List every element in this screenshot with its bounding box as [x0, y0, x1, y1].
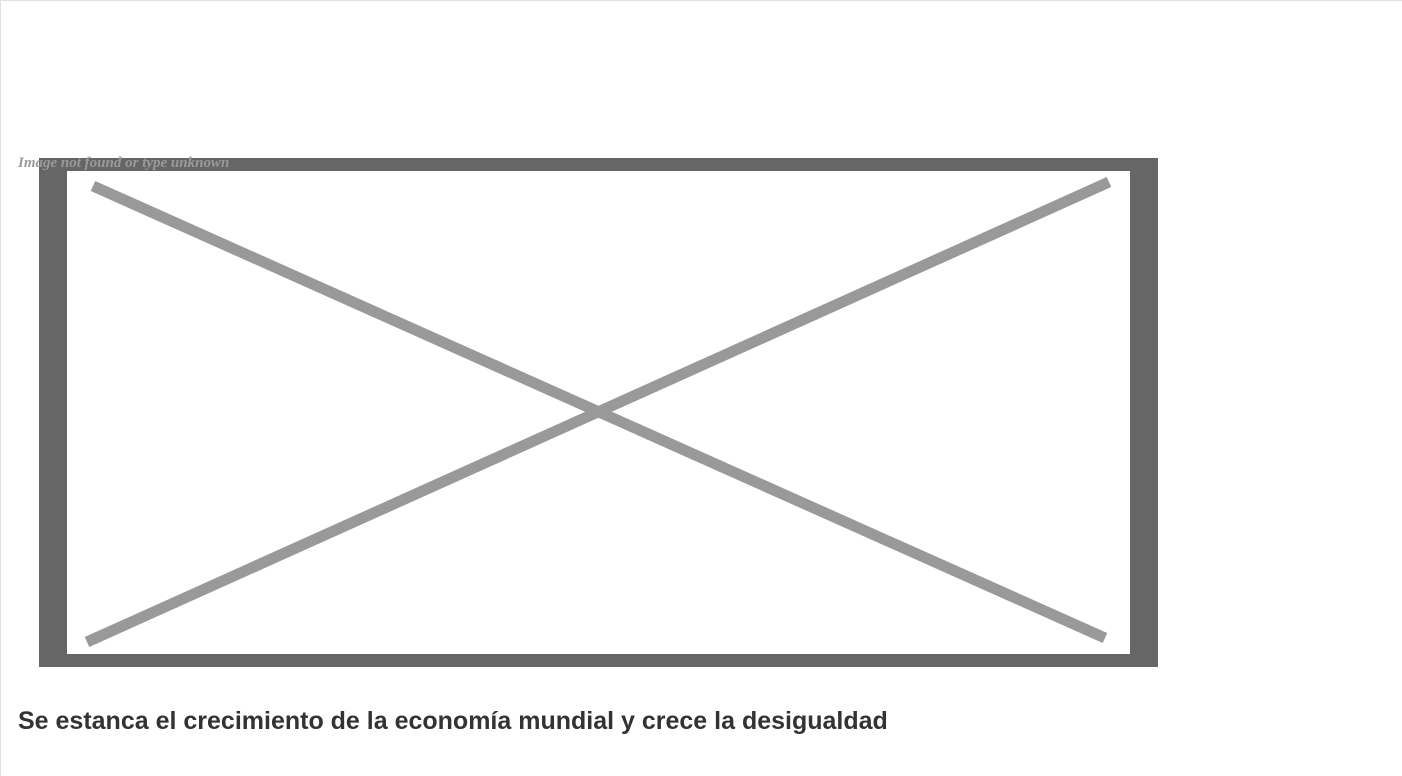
- image-alt-text: Image not found or type unknown: [18, 155, 230, 171]
- broken-image-placeholder[interactable]: [39, 158, 1158, 667]
- article-title[interactable]: Se estanca el crecimiento de la economía…: [18, 707, 888, 735]
- broken-image-icon: [39, 158, 1158, 667]
- cross-line-up: [84, 176, 1112, 648]
